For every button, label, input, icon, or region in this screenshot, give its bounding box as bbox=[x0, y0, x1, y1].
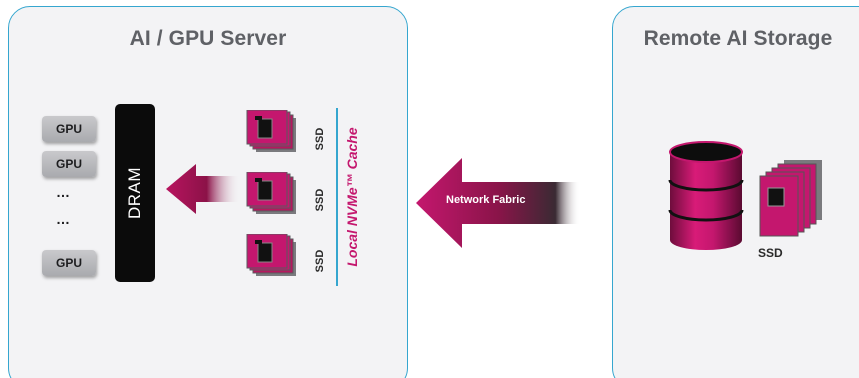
network-fabric-label: Network Fabric bbox=[446, 194, 526, 206]
gpu-chip-3: GPU bbox=[42, 250, 96, 276]
network-fabric-arrow bbox=[416, 158, 580, 248]
local-ssd-card-3 bbox=[246, 234, 296, 276]
gpu-ellipsis-2: … bbox=[56, 211, 72, 227]
dram-label: DRAM bbox=[125, 166, 144, 220]
remote-ssd-label: SSD bbox=[758, 246, 783, 260]
local-ssd-card-2 bbox=[246, 172, 296, 214]
local-nvme-cache-label: Local NVMe™ Cache bbox=[344, 127, 360, 267]
remote-storage-title: Remote AI Storage bbox=[643, 27, 833, 50]
remote-ssd-stack-icon bbox=[759, 160, 822, 237]
local-ssd-label-3: SSD bbox=[314, 249, 326, 273]
database-icon bbox=[668, 141, 744, 250]
local-ssd-card-1 bbox=[246, 110, 296, 152]
local-ssd-label-1: SSD bbox=[314, 127, 326, 151]
gpu-server-title: AI / GPU Server bbox=[129, 27, 287, 50]
cache-to-dram-arrow bbox=[166, 164, 240, 214]
gpu-chip-2: GPU bbox=[42, 151, 96, 177]
gpu-chip-1: GPU bbox=[42, 116, 96, 142]
gpu-ellipsis-1: … bbox=[56, 184, 72, 200]
dram-module: DRAM bbox=[115, 104, 155, 282]
local-ssd-label-2: SSD bbox=[314, 188, 326, 212]
cache-bracket-line bbox=[336, 108, 338, 286]
